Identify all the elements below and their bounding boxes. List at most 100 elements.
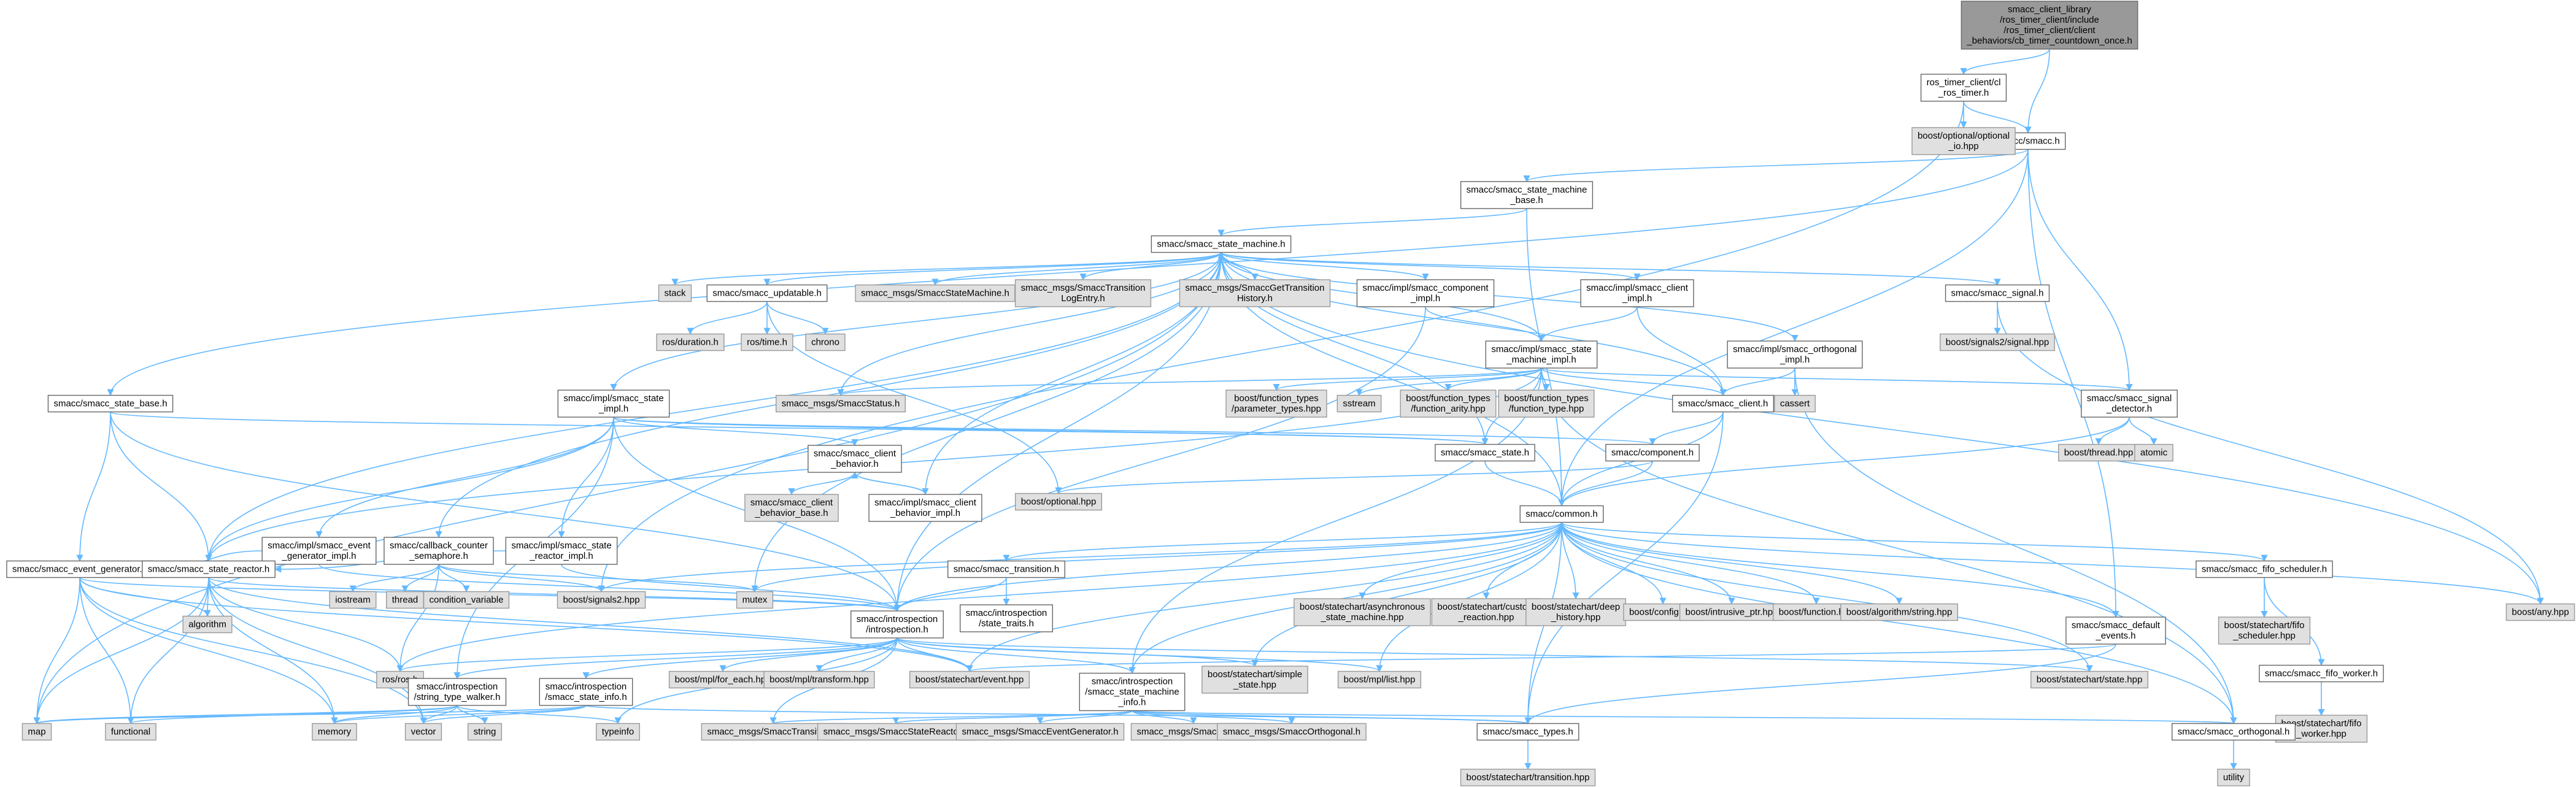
graph-node[interactable]: smacc/smacc_default_events.h xyxy=(2065,616,2166,645)
include-edge xyxy=(1541,367,2133,391)
graph-node[interactable]: stack xyxy=(658,284,692,302)
graph-node[interactable]: smacc/smacc_state_machine_base.h xyxy=(1460,181,1594,209)
graph-node[interactable]: smacc/introspection/state_traits.h xyxy=(960,604,1053,632)
graph-node[interactable]: boost/statechart/simple_state.hpp xyxy=(1201,666,1308,694)
graph-node[interactable]: boost/optional.hpp xyxy=(1014,493,1103,511)
graph-node[interactable]: mutex xyxy=(736,591,774,609)
graph-node[interactable]: boost/statechart/custom_reaction.hpp xyxy=(1431,598,1541,626)
graph-node[interactable]: condition_variable xyxy=(423,591,510,609)
graph-node[interactable]: algorithm xyxy=(182,615,233,634)
graph-node[interactable]: boost/mpl/for_each.hpp xyxy=(668,670,777,689)
graph-node[interactable]: smacc/callback_counter_semaphore.h xyxy=(384,537,494,565)
node-label-line: map xyxy=(28,727,45,737)
graph-node[interactable]: iostream xyxy=(329,591,377,609)
graph-node[interactable]: chrono xyxy=(805,333,846,351)
graph-node[interactable]: smacc/impl/smacc_event_generator_impl.h xyxy=(261,537,377,565)
graph-node[interactable]: boost/function_types/function_arity.hpp xyxy=(1400,390,1497,418)
graph-node[interactable]: smacc/smacc_types.h xyxy=(1476,723,1579,741)
graph-node[interactable]: map xyxy=(21,723,52,741)
graph-node[interactable]: smacc/smacc_updatable.h xyxy=(706,284,828,302)
graph-node[interactable]: sstream xyxy=(1336,394,1382,413)
graph-node[interactable]: ros/time.h xyxy=(741,333,793,351)
include-edge xyxy=(1221,252,2544,605)
graph-node[interactable]: boost/statechart/deep_history.hpp xyxy=(1525,598,1626,626)
graph-node[interactable]: boost/any.hpp xyxy=(2505,603,2575,621)
graph-node[interactable]: smacc/smacc_state_base.h xyxy=(47,394,174,413)
graph-node[interactable]: boost/statechart/fifo_scheduler.hpp xyxy=(2218,616,2311,645)
node-label-line: smacc/smacc_client xyxy=(750,497,833,508)
graph-node[interactable]: smacc/component.h xyxy=(1605,443,1700,462)
graph-node[interactable]: smacc/smacc_client_behavior.h xyxy=(808,445,902,473)
graph-node[interactable]: boost/thread.hpp xyxy=(2058,443,2139,462)
graph-node[interactable]: smacc/smacc_state_reactor.h xyxy=(142,560,276,578)
graph-node[interactable]: smacc_msgs/SmaccOrthogonal.h xyxy=(1217,723,1367,741)
graph-node[interactable]: smacc/smacc_transition.h xyxy=(947,560,1065,578)
graph-node[interactable]: smacc/introspection/smacc_state_machine_… xyxy=(1079,672,1186,712)
graph-node[interactable]: atomic xyxy=(2134,443,2173,462)
graph-node[interactable]: boost/statechart/state.hpp xyxy=(2030,670,2149,689)
graph-node[interactable]: ros/duration.h xyxy=(656,333,725,351)
graph-node[interactable]: smacc/impl/smacc_orthogonal_impl.h xyxy=(1727,340,1863,369)
graph-node[interactable]: smacc/impl/smacc_component_impl.h xyxy=(1356,279,1495,307)
graph-node[interactable]: boost/function_types/function_type.hpp xyxy=(1498,390,1595,418)
graph-node[interactable]: smacc/introspection/introspection.h xyxy=(850,610,944,639)
graph-node[interactable]: utility xyxy=(2217,769,2250,786)
graph-node[interactable]: boost/algorithm/string.hpp xyxy=(1840,603,1959,621)
graph-node[interactable]: smacc/introspection/smacc_state_info.h xyxy=(539,678,633,706)
external-header-box xyxy=(1014,279,1152,307)
graph-node[interactable]: smacc/impl/smacc_client_impl.h xyxy=(1580,279,1694,307)
graph-node[interactable]: smacc/smacc_orthogonal.h xyxy=(2172,723,2296,741)
graph-node[interactable]: smacc/smacc_signal_detector.h xyxy=(2081,390,2178,418)
graph-node[interactable]: smacc/common.h xyxy=(1519,505,1604,523)
graph-node[interactable]: smacc_msgs/SmaccStateMachine.h xyxy=(855,284,1016,302)
graph-node[interactable]: boost/statechart/asynchronous_state_mach… xyxy=(1294,598,1431,626)
graph-node[interactable]: smacc/smacc_state_machine.h xyxy=(1151,235,1292,253)
graph-node[interactable]: smacc/smacc_client_behavior_base.h xyxy=(744,494,839,522)
graph-node[interactable]: smacc_client_library/ros_timer_client/in… xyxy=(1961,1,2138,50)
graph-node[interactable]: smacc/introspection/string_type_walker.h xyxy=(407,678,507,706)
graph-node[interactable]: smacc_msgs/SmaccStateReactor.h xyxy=(817,723,975,741)
graph-node[interactable]: typeinfo xyxy=(596,723,640,741)
graph-node[interactable]: smacc/smacc_client.h xyxy=(1672,394,1775,413)
graph-node[interactable]: smacc_msgs/SmaccEventGenerator.h xyxy=(955,723,1125,741)
graph-node[interactable]: boost/mpl/transform.hpp xyxy=(763,670,875,689)
graph-node[interactable]: boost/optional/optional_io.hpp xyxy=(1911,127,2016,155)
graph-node[interactable]: smacc/smacc_signal.h xyxy=(1945,284,2050,302)
local-header-box xyxy=(1672,394,1775,413)
external-header-box xyxy=(1294,598,1431,626)
graph-node[interactable]: smacc/impl/smacc_state_machine_impl.h xyxy=(1485,340,1598,369)
graph-node[interactable]: functional xyxy=(105,723,156,741)
node-label-line: boost/any.hpp xyxy=(2512,607,2569,618)
graph-node[interactable]: boost/mpl/list.hpp xyxy=(1337,670,1422,689)
external-header-box xyxy=(1217,723,1367,741)
graph-node[interactable]: smacc/impl/smacc_state_impl.h xyxy=(557,390,670,418)
graph-node[interactable]: ros_timer_client/cl_ros_timer.h xyxy=(1920,74,2007,102)
graph-node[interactable]: vector xyxy=(404,723,442,741)
include-edge xyxy=(892,710,1133,724)
graph-node[interactable]: smacc/impl/smacc_client_behavior_impl.h xyxy=(868,494,982,522)
graph-node[interactable]: smacc/impl/smacc_state_reactor_impl.h xyxy=(505,537,618,565)
graph-node[interactable]: smacc/smacc_fifo_scheduler.h xyxy=(2196,560,2333,578)
graph-node[interactable]: boost/function_types/parameter_types.hpp xyxy=(1225,390,1327,418)
node-label-line: _events.h xyxy=(2095,631,2135,641)
graph-node[interactable]: cassert xyxy=(1774,394,1816,413)
graph-node[interactable]: boost/statechart/transition.hpp xyxy=(1460,769,1596,786)
graph-node[interactable]: smacc/smacc_event_generator.h xyxy=(6,560,153,578)
graph-node[interactable]: boost/statechart/event.hpp xyxy=(909,670,1030,689)
graph-node[interactable]: smacc/smacc_fifo_worker.h xyxy=(2259,664,2384,683)
graph-node[interactable]: smacc/smacc_state.h xyxy=(1435,443,1535,462)
graph-node[interactable]: thread xyxy=(386,591,424,609)
node-label-line: smacc/smacc_orthogonal.h xyxy=(2178,727,2290,737)
include-edge xyxy=(598,522,1562,593)
graph-node[interactable]: string xyxy=(467,723,503,741)
node-label-line: boost/statechart/state.hpp xyxy=(2037,675,2143,685)
local-header-box xyxy=(384,537,494,565)
graph-node[interactable]: memory xyxy=(312,723,357,741)
graph-node[interactable]: boost/statechart/fifo_worker.hpp xyxy=(2275,715,2368,743)
graph-node[interactable]: smacc_msgs/SmaccStatus.h xyxy=(776,394,906,413)
graph-node[interactable]: boost/signals2/signal.hpp xyxy=(1940,333,2055,351)
graph-node[interactable]: boost/signals2.hpp xyxy=(557,591,646,609)
graph-node[interactable]: boost/intrusive_ptr.hpp xyxy=(1679,603,1784,621)
